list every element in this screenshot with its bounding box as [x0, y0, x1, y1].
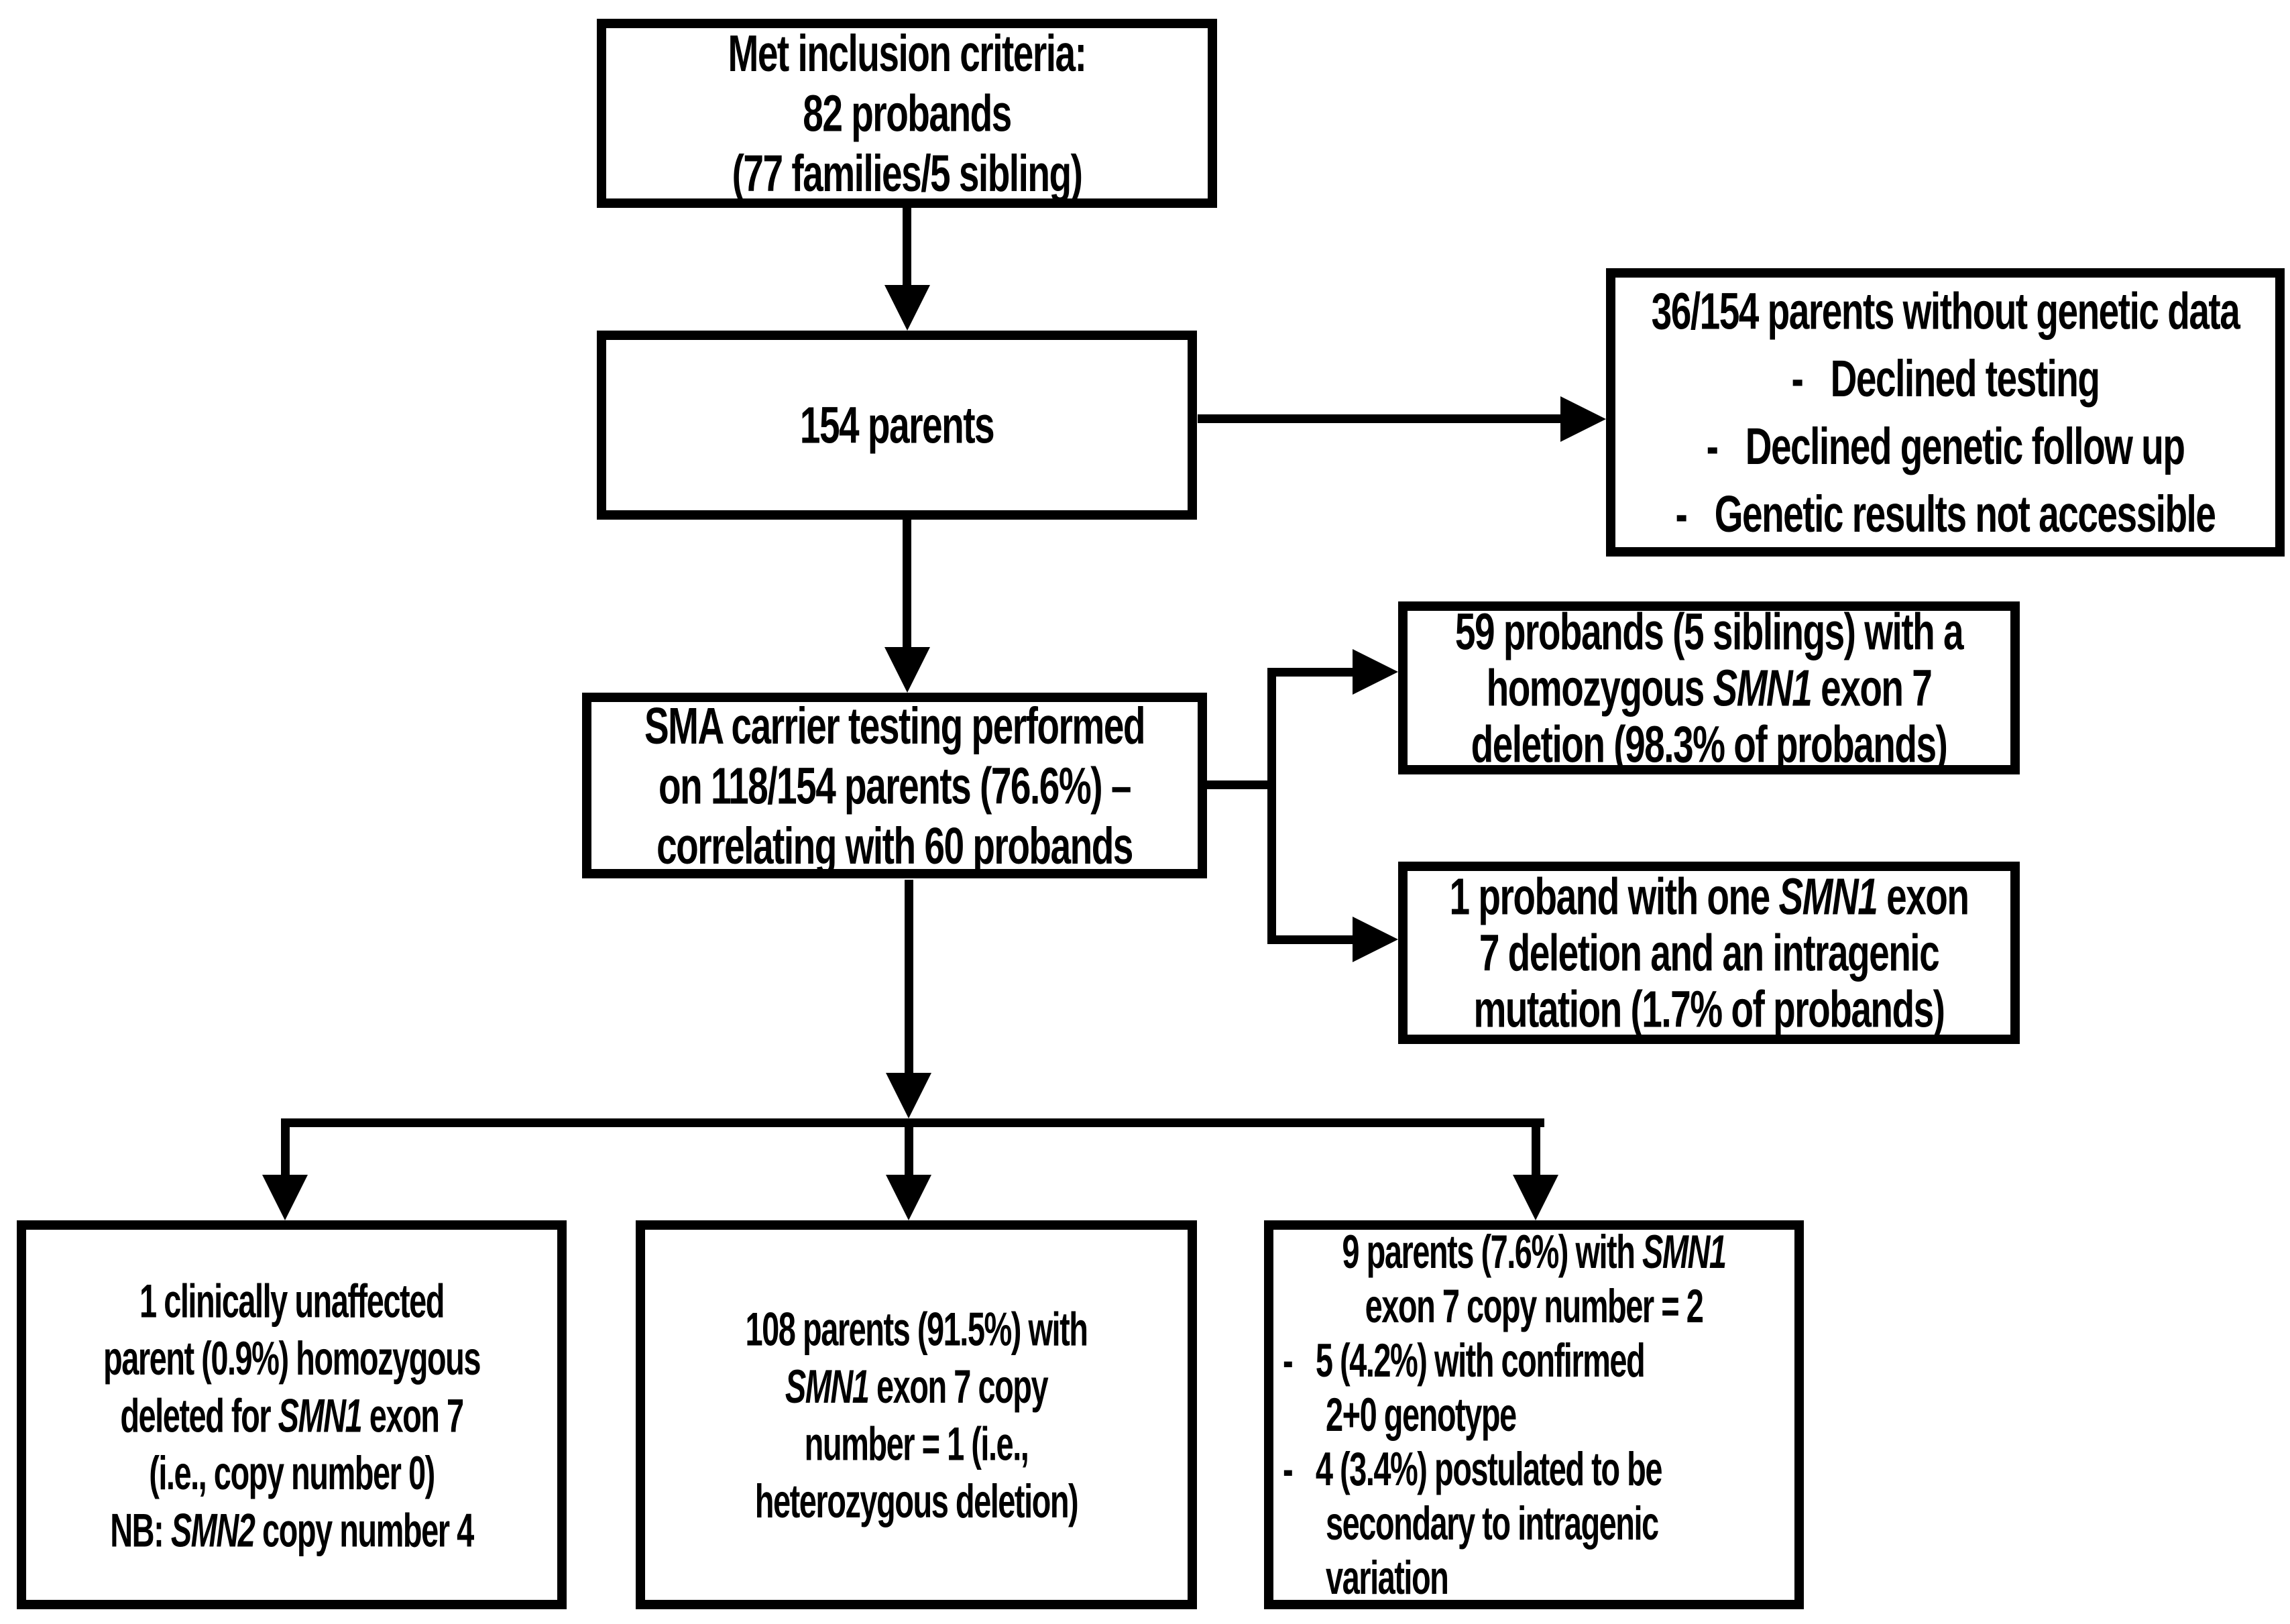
text-line: 9 parents (7.6%) with SMN1: [1342, 1224, 1727, 1279]
text-line: NB: SMN2 copy number 4: [110, 1503, 474, 1556]
connector-testing-down: [905, 880, 913, 1076]
text-line: - Genetic results not accessible: [1675, 484, 2216, 543]
flow-box-parents-without-genetic-data: 36/154 parents without genetic data - Dec…: [1606, 268, 2285, 557]
connector-drop-left: [281, 1126, 290, 1177]
arrow-down-icon: [886, 1175, 931, 1220]
text-line: homozygous SMN1 exon 7: [1486, 658, 1933, 717]
connector-to-no-genetic-data: [1198, 414, 1569, 423]
text-line: heterozygous deletion): [754, 1474, 1079, 1528]
text-line: 59 probands (5 siblings) with a: [1454, 602, 1964, 661]
text-line: parent (0.9%) homozygous: [103, 1330, 481, 1385]
connector-branch-stub: [1206, 780, 1275, 789]
arrow-right-icon: [1353, 917, 1398, 962]
text-line: 1 clinically unaffected: [139, 1273, 445, 1327]
flow-box-154-parents: 154 parents: [597, 331, 1197, 520]
text-line: 108 parents (91.5%) with: [745, 1302, 1088, 1356]
text-line: secondary to intragenic: [1326, 1496, 1659, 1550]
arrow-down-icon: [884, 647, 930, 693]
text-line: 1 proband with one SMN1 exon: [1449, 867, 1969, 926]
text-line: - Declined testing: [1791, 349, 2100, 408]
arrow-right-icon: [1353, 649, 1398, 695]
text-line: - Declined genetic follow up: [1706, 417, 2185, 475]
connector-branch-vertical: [1267, 668, 1276, 944]
connector-drop-middle: [905, 1126, 913, 1177]
flow-box-met-inclusion-criteria: Met inclusion criteria:82 probands(77 fa…: [597, 19, 1217, 208]
arrow-down-icon: [884, 285, 930, 331]
text-line: deletion (98.3% of probands): [1471, 715, 1948, 774]
text-line: 2+0 genotype: [1326, 1387, 1517, 1442]
arrow-right-icon: [1560, 396, 1606, 442]
text-line: exon 7 copy number = 2: [1365, 1279, 1704, 1333]
text-line: (i.e., copy number 0): [149, 1445, 435, 1499]
box-text: 36/154 parents without genetic data - Dec…: [1615, 277, 2275, 547]
box-text: 154 parents: [606, 395, 1188, 455]
text-line: - 5 (4.2%) with confirmed: [1283, 1333, 1646, 1387]
text-line: SMA carrier testing performed: [644, 696, 1146, 755]
text-line: 36/154 parents without genetic data: [1651, 282, 2240, 341]
text-line: deleted for SMN1 exon 7: [120, 1388, 464, 1442]
text-line: SMN1 exon 7 copy: [785, 1359, 1049, 1413]
text-line: 82 probands: [803, 84, 1012, 143]
connector-branch-top: [1271, 668, 1359, 677]
text-line: number = 1 (i.e.,: [804, 1417, 1029, 1470]
box-text: Met inclusion criteria:82 probands(77 fa…: [606, 23, 1208, 204]
text-line: 7 deletion and an intragenic: [1479, 923, 1940, 982]
text-line: - 4 (3.4%) postulated to be: [1283, 1442, 1662, 1496]
text-line: (77 families/5 sibling): [732, 144, 1083, 202]
arrow-down-icon: [1513, 1175, 1558, 1220]
text-line: variation: [1326, 1550, 1449, 1605]
text-line: Met inclusion criteria:: [728, 24, 1087, 82]
text-line: 154 parents: [799, 396, 995, 455]
arrow-down-icon: [886, 1073, 931, 1118]
connector-distributor: [281, 1118, 1544, 1127]
connector-parents-to-testing: [903, 518, 911, 654]
text-line: on 118/154 parents (76.6%) –: [659, 756, 1131, 815]
text-line: correlating with 60 probands: [656, 816, 1133, 875]
connector-branch-bottom: [1271, 935, 1359, 944]
connector-drop-right: [1532, 1126, 1540, 1177]
text-line: mutation (1.7% of probands): [1473, 980, 1946, 1039]
connector-top-vertical: [903, 207, 911, 292]
arrow-down-icon: [262, 1175, 308, 1220]
